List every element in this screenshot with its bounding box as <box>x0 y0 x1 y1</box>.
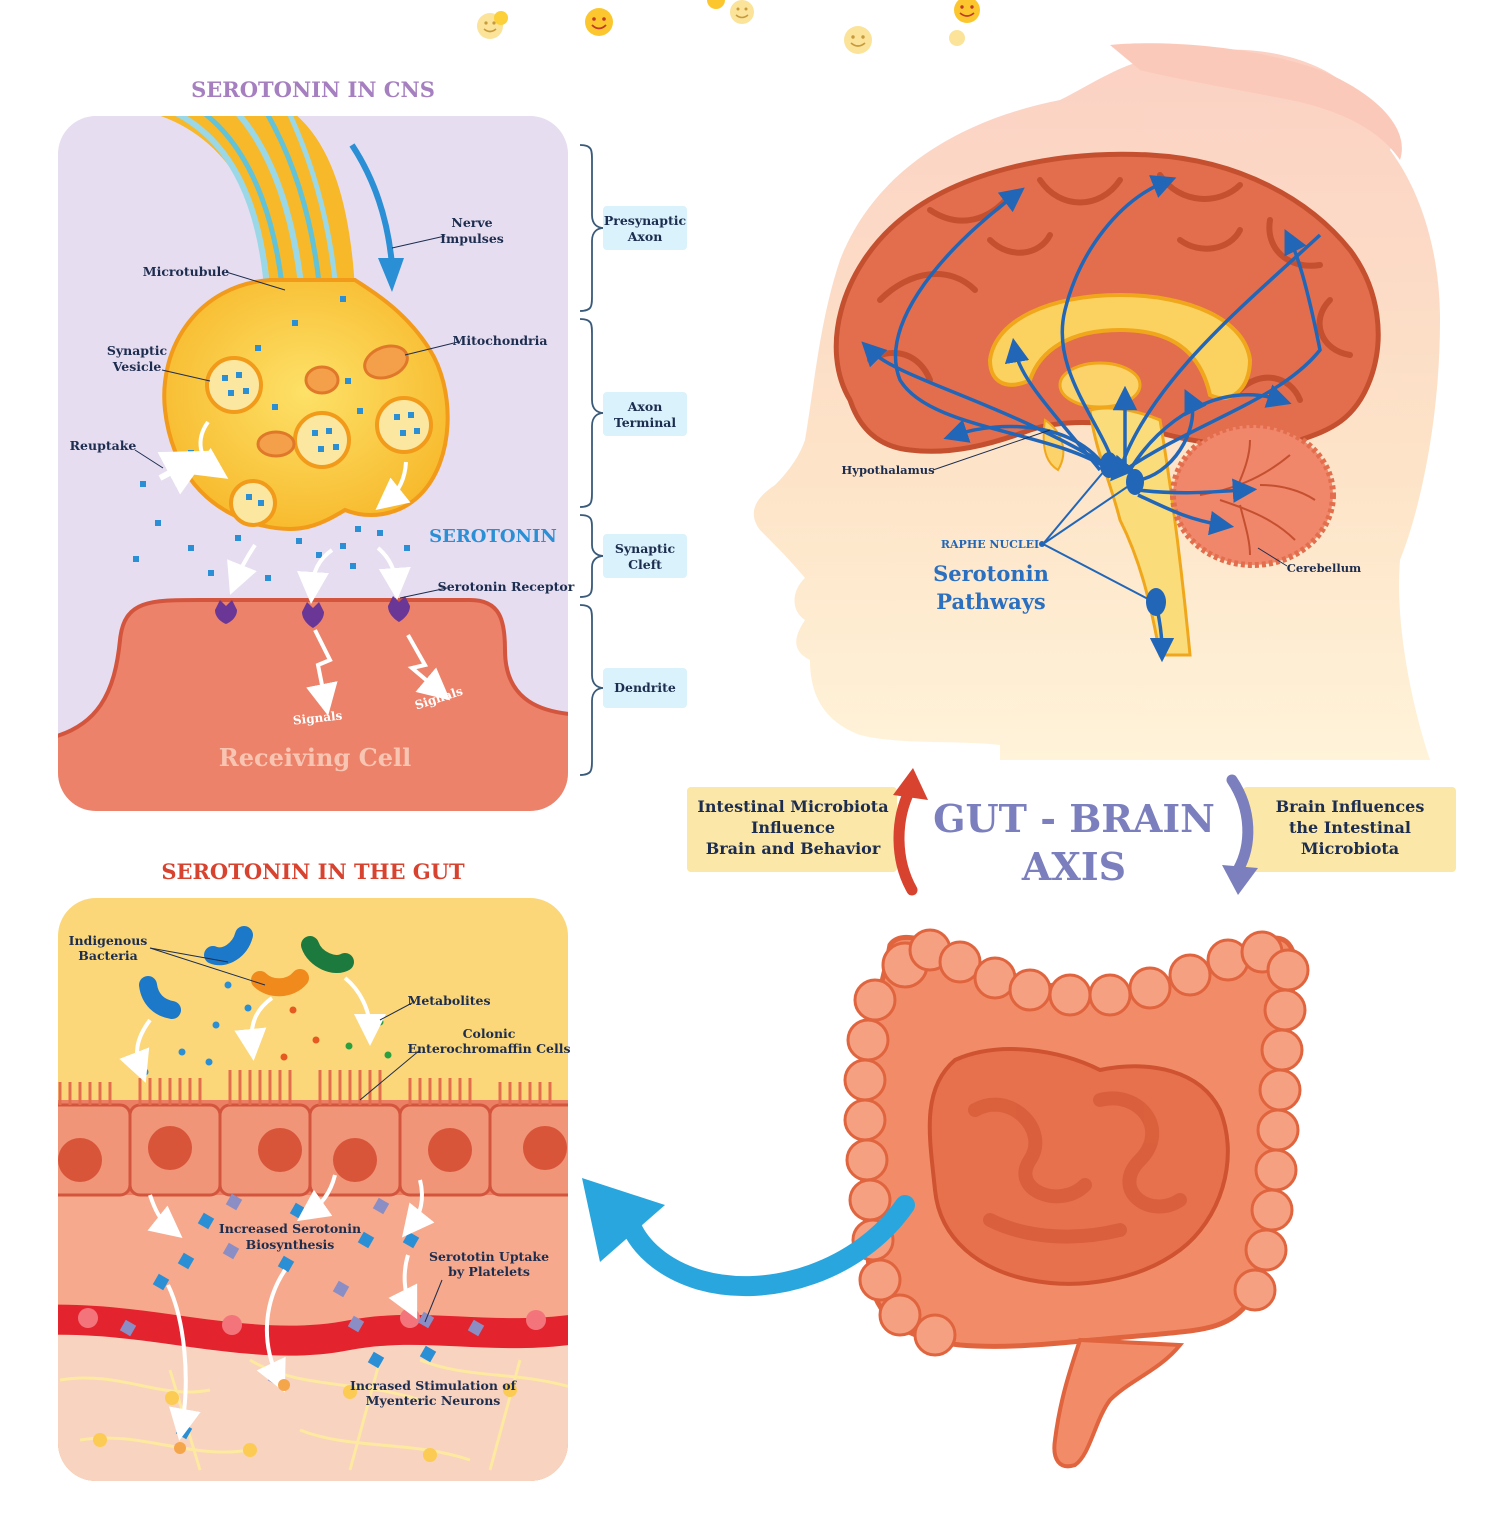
smiley-icon <box>707 0 725 9</box>
smiley-icon <box>949 30 965 46</box>
label-nerve-impulses-1: Nerve <box>451 215 492 230</box>
label-receiving-cell: Receiving Cell <box>219 743 411 772</box>
nerve-impulse-arrow <box>349 143 395 266</box>
label-hypothalamus: Hypothalamus <box>841 463 934 477</box>
label-increased-biosynthesis-1: Increased Serotonin <box>219 1221 361 1236</box>
presynaptic-axon <box>140 116 355 290</box>
label-raphe-nuclei: RAPHE NUCLEI <box>941 538 1039 551</box>
info-box-right <box>1243 787 1456 872</box>
label-stimulation-neurons-1: Incrased Stimulation of <box>350 1378 518 1393</box>
intestines-illustration <box>843 928 1310 1469</box>
label-uptake-platelets-1: Serototin Uptake <box>429 1249 549 1264</box>
gut-panel: Indigenous Bacteria Metabolites Colonic … <box>58 898 571 1481</box>
down-arrow-icon <box>1226 774 1254 876</box>
cns-side-brackets <box>579 144 605 776</box>
axis-title-line1: GUT - BRAIN <box>933 796 1215 841</box>
label-microtubule: Microtubule <box>143 264 230 279</box>
info-left-line2: Influence <box>751 818 835 837</box>
label-stimulation-neurons-2: Myenteric Neurons <box>366 1393 501 1408</box>
smiley-faces <box>477 0 980 54</box>
indigenous-bacteria <box>139 926 354 1019</box>
myenteric-neurons <box>93 1383 517 1462</box>
arrow-head-icon <box>378 258 404 292</box>
serotonin-receptors <box>215 596 410 628</box>
axis-title-line2: AXIS <box>1021 844 1126 889</box>
enterochromaffin-cells <box>58 1070 568 1197</box>
synaptic-vesicles <box>205 356 433 527</box>
side-label-synaptic-cleft-2: Cleft <box>628 557 662 572</box>
serotonin-particles <box>133 296 410 581</box>
gut-to-panel-arrow <box>622 1195 915 1297</box>
serotonin-pathway-arrows <box>870 182 1320 650</box>
smiley-icon <box>730 0 754 24</box>
smiley-icon <box>844 26 872 54</box>
label-mitochondria: Mitochondria <box>453 333 548 348</box>
label-serotonin: SEROTONIN <box>429 526 557 547</box>
smiley-icon <box>585 8 613 36</box>
label-signals-left: Signals <box>292 708 343 727</box>
smiley-icon <box>494 11 508 25</box>
side-label-axon-terminal-1: Axon <box>627 399 663 414</box>
label-colonic-2: Enterochromaffin Cells <box>407 1041 570 1056</box>
label-nerve-impulses-2: Impulses <box>440 231 504 246</box>
label-reuptake: Reuptake <box>70 438 137 453</box>
side-label-axon-terminal-2: Terminal <box>614 415 677 430</box>
up-arrow-icon <box>893 784 918 896</box>
label-serotonin-pathways-1: Serotonin <box>933 561 1049 586</box>
small-intestine <box>927 1047 1230 1286</box>
info-right-line2: the Intestinal <box>1289 818 1411 837</box>
label-cerebellum: Cerebellum <box>1287 561 1361 575</box>
arrow-head-icon <box>582 1178 665 1262</box>
release-arrows <box>192 420 451 716</box>
side-label-presynaptic-1: Presynaptic <box>604 213 687 228</box>
gut-brain-axis: Intestinal Microbiota Influence Brain an… <box>687 768 1456 896</box>
label-indigenous-bacteria-2: Bacteria <box>78 948 137 963</box>
mitochondria-shapes <box>256 344 409 458</box>
label-synaptic-vesicle-1: Synaptic <box>107 343 168 358</box>
head-brain-illustration: Hypothalamus RAPHE NUCLEI Cerebellum Ser… <box>754 43 1440 760</box>
cns-panel: Nerve Impulses Microtubule Synaptic Vesi… <box>58 116 575 811</box>
cns-title: SEROTONIN IN CNS <box>191 77 435 102</box>
label-metabolites: Metabolites <box>407 993 490 1008</box>
info-right-line1: Brain Influences <box>1276 797 1425 816</box>
gut-title: SEROTONIN IN THE GUT <box>161 859 465 884</box>
label-increased-biosynthesis-2: Biosynthesis <box>246 1237 335 1252</box>
rectum <box>1052 1337 1185 1469</box>
label-serotonin-pathways-2: Pathways <box>936 589 1046 614</box>
info-box-left <box>687 787 897 872</box>
side-label-synaptic-cleft-1: Synaptic <box>615 541 676 556</box>
side-label-dendrite: Dendrite <box>614 680 676 695</box>
gut-flow-arrows <box>119 976 435 1441</box>
axon-terminal <box>162 278 450 532</box>
label-uptake-platelets-2: by Platelets <box>448 1264 530 1279</box>
side-label-presynaptic-2: Axon <box>627 229 663 244</box>
cns-side-labels: Presynaptic Axon Axon Terminal Synaptic … <box>603 206 687 708</box>
info-right-line3: Microbiota <box>1301 839 1399 858</box>
info-left-line3: Brain and Behavior <box>706 839 881 858</box>
label-colonic-1: Colonic <box>463 1026 516 1041</box>
reuptake-arrow <box>157 450 212 495</box>
label-serotonin-receptor: Serotonin Receptor <box>438 579 575 594</box>
label-indigenous-bacteria-1: Indigenous <box>69 933 148 948</box>
label-synaptic-vesicle-2: Vesicle <box>112 359 162 374</box>
info-left-line1: Intestinal Microbiota <box>697 797 888 816</box>
cerebellum-shape <box>1170 422 1336 568</box>
smiley-icon <box>954 0 980 23</box>
